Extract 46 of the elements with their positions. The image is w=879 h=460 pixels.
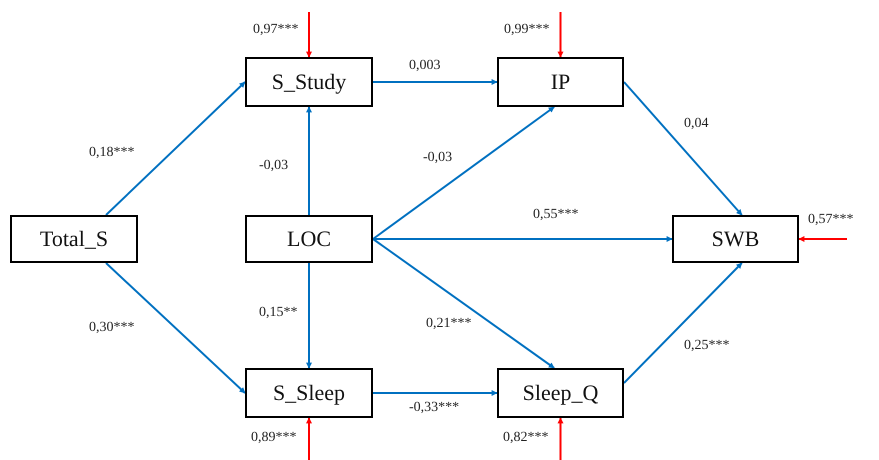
path-coefficient: 0,15** [258,305,298,321]
path-coefficient: 0,04 [683,116,710,132]
variable-box [497,57,624,107]
path-coefficient: -0,03 [422,150,454,166]
arrow [105,262,246,394]
variable-name: SWB [712,226,760,252]
arrow [558,12,564,58]
path-coefficient: 0,55*** [532,207,580,223]
variable-name: IP [550,69,570,95]
arrow [373,79,498,85]
variable-box [10,215,138,263]
path-coefficient: 0,89*** [250,430,298,446]
path-coefficient: -0,33*** [408,400,460,416]
variable-box [672,215,799,263]
arrow [558,417,564,460]
path-coefficient: 0,97*** [252,22,300,38]
path-coefficient: 0,18*** [88,145,136,161]
arrow [306,106,312,215]
arrow [306,417,312,460]
arrow [798,236,847,242]
variable-box [245,368,373,418]
variable-name: Total_S [40,226,108,252]
variable-box [245,57,373,107]
path-coefficient: 0,99*** [503,22,550,38]
path-coefficient: 0,003 [408,58,442,74]
arrow [623,81,743,216]
arrow [105,81,246,216]
path-coefficient: 0,82*** [502,430,550,446]
path-coefficient: 0,30*** [88,320,136,336]
arrow [372,106,555,240]
variable-box [245,215,373,263]
arrow [306,263,312,369]
arrow [623,262,743,384]
path-coefficient: -0,03 [258,158,290,174]
path-coefficient: 0,25*** [683,338,730,354]
path-coefficient: 0,21*** [425,316,472,332]
variable-name: LOC [287,226,331,252]
arrow [372,238,555,369]
variable-name: Sleep_Q [522,380,598,406]
variable-name: S_Sleep [272,380,346,406]
variable-box [497,368,624,418]
variable-name: S_Study [272,69,346,95]
arrow [306,12,312,58]
path-coefficient: 0,57*** [807,212,854,228]
arrow [373,236,673,242]
arrow [373,390,498,396]
